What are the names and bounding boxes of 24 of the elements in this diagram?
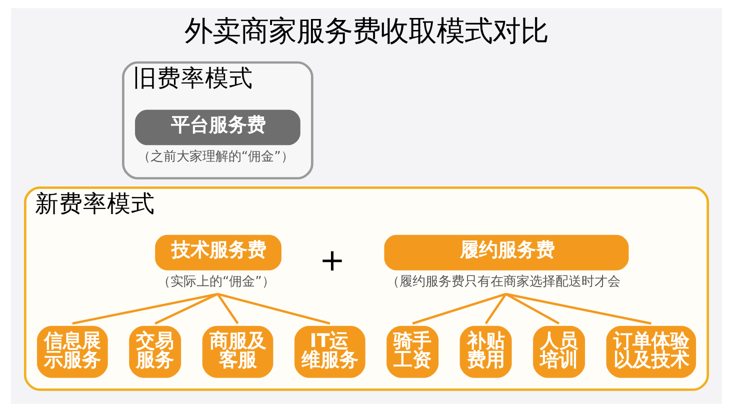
node-box: 技术服务费 [154, 234, 281, 270]
node-box: 交易服务 [128, 326, 181, 378]
node-box: 人员培训 [532, 326, 584, 378]
node-box: 补贴费用 [459, 326, 512, 378]
node-box: 履约服务费 [384, 234, 628, 270]
node-box: 信息展示服务 [36, 326, 108, 378]
node-box: 骑手工资 [386, 326, 438, 378]
connector [412, 292, 506, 325]
diagram-title: 外卖商家服务费收取模式对比 [184, 14, 548, 48]
node-label: （之前大家理解的“佣金”） [136, 149, 294, 164]
node-label: （履约服务费只有在商家选择配送时才会 [386, 274, 620, 290]
connector [216, 293, 238, 324]
node-box: 商服及客服 [202, 326, 273, 378]
connector [484, 293, 506, 324]
connector [72, 292, 218, 325]
label: + [318, 244, 345, 279]
node-label: （实际上的“佣金”） [156, 274, 274, 290]
node-box: 订单体验以及技术 [606, 326, 696, 378]
node-box: IT运维服务 [294, 326, 365, 378]
node-box: 平台服务费 [134, 110, 300, 146]
connector [154, 292, 218, 325]
connector [504, 292, 560, 325]
connector [505, 292, 651, 325]
connector [216, 292, 330, 325]
